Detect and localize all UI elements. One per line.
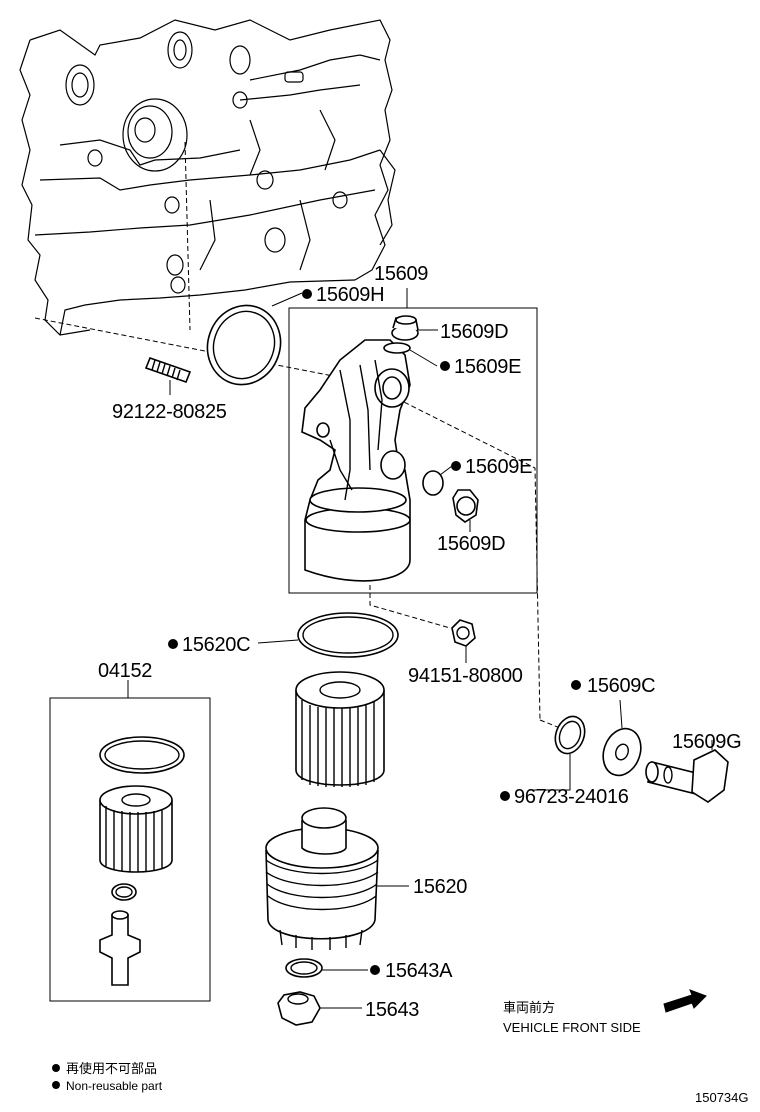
- assembly-box-15609: [288, 307, 538, 594]
- drain-plug-15609D-top-drawing: [391, 315, 438, 341]
- assembly-box-04152: [49, 697, 211, 1002]
- union-bolt-15609G-drawing: [645, 740, 729, 803]
- non-reusable-dot: [500, 791, 510, 801]
- filter-kit-04152-drawing: [99, 736, 185, 986]
- label-96723-24016: 96723-24016: [514, 786, 629, 808]
- filter-cap-15620-drawing: [265, 807, 409, 950]
- label-15609G: 15609G: [672, 731, 741, 753]
- non-reusable-dot: [168, 639, 178, 649]
- legend-dot-icon: [52, 1081, 60, 1089]
- gasket-15643A-drawing: [285, 958, 368, 978]
- label-15609D-mid: 15609D: [437, 533, 505, 555]
- label-15609C: 15609C: [587, 675, 655, 697]
- label-15609E-mid: 15609E: [465, 456, 532, 478]
- figure-id: 150734G: [695, 1090, 749, 1105]
- label-15609D-top: 15609D: [440, 321, 508, 343]
- o-ring-15620C-drawing: [257, 612, 399, 658]
- filter-element-drawing: [295, 671, 385, 787]
- nut-94151-drawing: [451, 619, 476, 663]
- drain-plug-15609D-mid-drawing: [452, 489, 479, 532]
- engine-block-drawing: [19, 19, 396, 336]
- label-15620C: 15620C: [182, 634, 250, 656]
- non-reusable-dot: [451, 461, 461, 471]
- non-reusable-dot: [370, 965, 380, 975]
- label-15609E-top: 15609E: [454, 356, 521, 378]
- label-04152: 04152: [98, 660, 152, 682]
- washer-15609C-drawing: [602, 699, 642, 777]
- label-15609: 15609: [374, 263, 428, 285]
- non-reusable-dot: [302, 289, 312, 299]
- drain-plug-15643-drawing: [277, 991, 362, 1026]
- oil-filter-housing-drawing: [301, 339, 411, 582]
- gasket-15609E-top-drawing: [383, 342, 438, 367]
- label-15643A: 15643A: [385, 960, 453, 982]
- front-side-en: VEHICLE FRONT SIDE: [503, 1020, 641, 1035]
- label-15620: 15620: [413, 876, 467, 898]
- label-92122-80825: 92122-80825: [112, 401, 227, 423]
- non-reusable-dot: [571, 680, 581, 690]
- o-ring-15609H-drawing: [206, 292, 303, 386]
- legend-en: Non-reusable part: [66, 1079, 163, 1093]
- label-15609H: 15609H: [316, 284, 384, 306]
- gasket-15609E-mid-drawing: [422, 465, 453, 496]
- stud-bolt-92122-drawing: [144, 356, 192, 395]
- legend-dot-icon: [52, 1064, 60, 1072]
- gasket-96723-drawing: [532, 715, 586, 791]
- non-reusable-dot: [440, 361, 450, 371]
- label-94151-80800: 94151-80800: [408, 665, 523, 687]
- front-side-jp: 車両前方: [503, 1000, 555, 1015]
- legend-jp: 再使用不可部品: [66, 1061, 157, 1076]
- label-15643: 15643: [365, 999, 419, 1021]
- front-arrow-icon: [663, 989, 707, 1013]
